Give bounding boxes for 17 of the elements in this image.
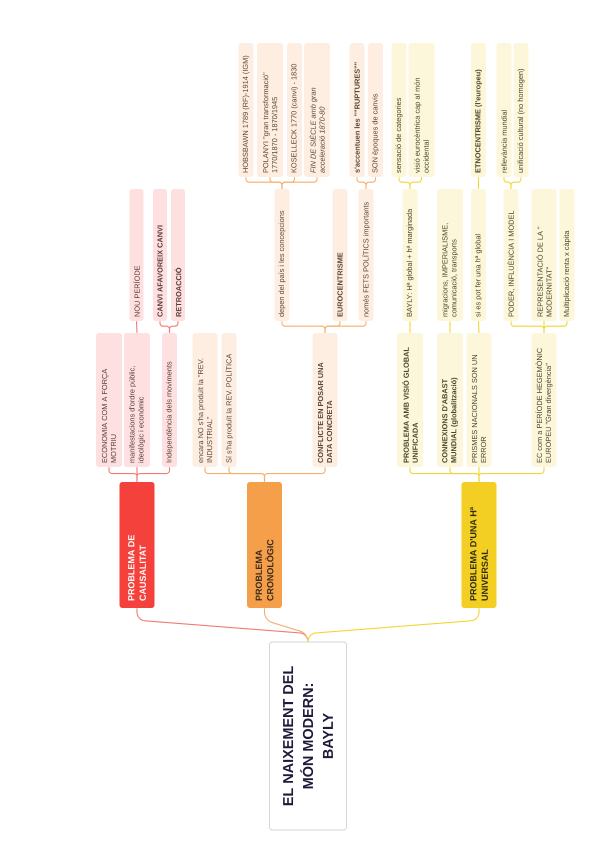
connector-line [449, 321, 451, 333]
connector-line [510, 177, 522, 189]
connector-line [136, 321, 138, 333]
branch-topic-box: PROBLEMA CRONOLÒGIC [247, 482, 282, 608]
connector-line [478, 321, 480, 333]
connector-line [478, 177, 480, 189]
connector-line [264, 608, 309, 642]
connector-line [409, 177, 422, 189]
connector-line [264, 467, 326, 482]
branch-topic-box: PROBLEMA DE CAUSALITAT [120, 482, 154, 608]
connector-line [136, 467, 170, 482]
branch-topic-box: PROBLEMA D'UNA Hª UNIVERSAL [462, 482, 496, 608]
connector-line [478, 467, 545, 482]
connector-line [409, 321, 411, 333]
connector-line [365, 177, 376, 189]
central-topic-box: EL NAIXEMENT DEL MÓN MODERN: BAYLY [269, 642, 347, 830]
connector-line [168, 321, 179, 333]
